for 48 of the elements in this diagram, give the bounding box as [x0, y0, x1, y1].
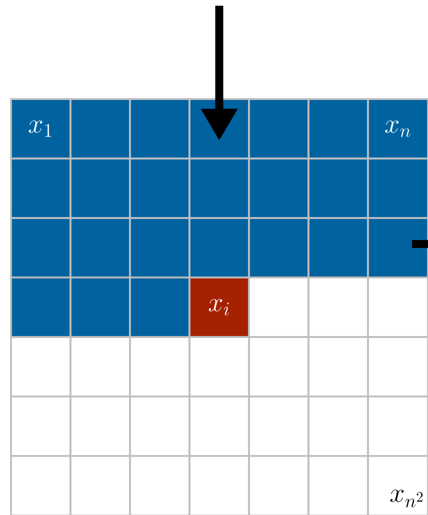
- grid-cell: [129, 276, 190, 338]
- grid-cell: [129, 455, 190, 515]
- grid-cell: [367, 217, 428, 278]
- grid-cell: [129, 217, 190, 278]
- grid-cell: [308, 158, 369, 219]
- grid-cell: [70, 98, 131, 160]
- grid-cell: [10, 455, 72, 515]
- grid-cell: [10, 276, 72, 338]
- grid-cell: [248, 276, 310, 338]
- grid-cell: [308, 217, 369, 278]
- grid-cell: [367, 158, 428, 219]
- grid-cell: [70, 276, 131, 338]
- grid-cell: [129, 98, 190, 160]
- grid-cell: [188, 336, 250, 398]
- grid-cell: [188, 217, 250, 278]
- grid-cell: [70, 336, 131, 398]
- grid-cell: [10, 158, 72, 219]
- grid-cell: [188, 396, 250, 457]
- grid-cell: [10, 336, 72, 398]
- grid-cell: [248, 396, 310, 457]
- grid-cell: [188, 158, 250, 219]
- grid-cell: [188, 455, 250, 515]
- grid-cell: [129, 396, 190, 457]
- cell-label-box: $x_{n^2}$: [367, 455, 428, 515]
- grid-cell: [308, 336, 369, 398]
- grid-cell: [308, 276, 369, 338]
- grid-cell: [308, 455, 369, 515]
- grid-cell: [308, 396, 369, 457]
- grid-cell: [248, 158, 310, 219]
- grid-cell: [248, 336, 310, 398]
- grid-cell: [70, 455, 131, 515]
- grid-cell: [248, 217, 310, 278]
- grid-cell: [367, 336, 428, 398]
- grid-cell: [129, 336, 190, 398]
- cell-label-box: $x_i$: [188, 276, 250, 338]
- grid-cell: [367, 276, 428, 338]
- grid-cell: [367, 396, 428, 457]
- grid-cell: [129, 158, 190, 219]
- cell-label-box: $x_n$: [367, 98, 428, 160]
- grid-cell: [308, 98, 369, 160]
- grid-cell: [248, 98, 310, 160]
- grid-cell: [10, 217, 72, 278]
- cell-label-box: $x_1$: [10, 98, 72, 160]
- grid-cell: [10, 396, 72, 457]
- grid-cell: [70, 396, 131, 457]
- grid-cell: [70, 217, 131, 278]
- grid-cell: [70, 158, 131, 219]
- grid-cell: [248, 455, 310, 515]
